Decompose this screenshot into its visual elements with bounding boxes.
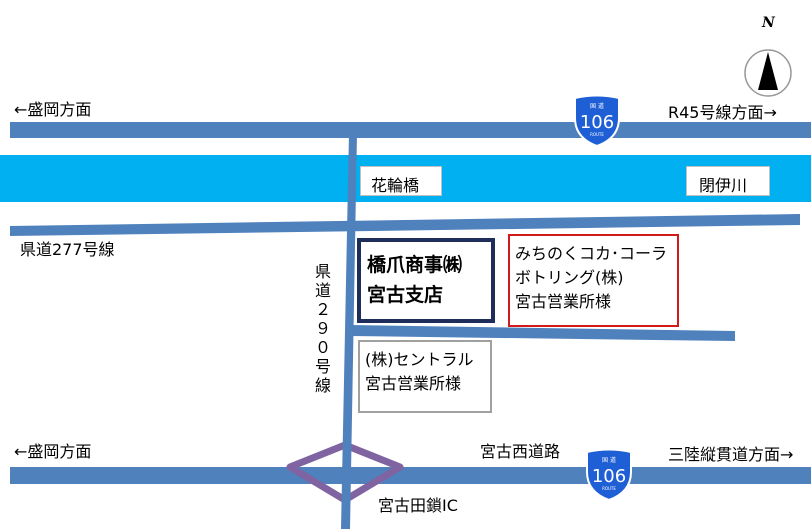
bridge-label: 花輪橋 — [360, 166, 442, 196]
cocacola-line3: 宮古営業所様 — [515, 292, 612, 311]
central-line1: (株)セントラル — [365, 350, 474, 369]
shield-top-header: 国 道 — [590, 102, 604, 110]
shield-bottom-footer: ROUTE — [602, 486, 616, 491]
shield-bottom-number: 106 — [592, 466, 626, 487]
bottom-road — [10, 467, 811, 484]
compass-north-letter: N — [762, 15, 775, 31]
shield-top-footer: ROUTE — [590, 132, 604, 137]
shield-bottom-header: 国 道 — [602, 456, 616, 464]
hashizume-box: 橋爪商事㈱ 宮古支店 — [357, 238, 495, 323]
cocacola-line2: ボトリング(株) — [515, 268, 624, 287]
interchange-ramp — [286, 441, 404, 504]
label-pref-road-290-text: 県道２９０号線 — [314, 262, 331, 395]
pref-road-277 — [10, 214, 800, 236]
pref-road-290 — [341, 133, 357, 529]
route45-road — [10, 122, 811, 138]
route-106-shield-bottom: 国 道 106 ROUTE — [586, 448, 632, 502]
label-pref-road-277: 県道277号線 — [20, 240, 115, 259]
route-106-shield-top: 国 道 106 ROUTE — [574, 94, 620, 148]
central-line2: 宮古営業所様 — [365, 374, 462, 393]
cocacola-line1: みちのくコカ･コーラ — [515, 244, 668, 263]
label-west-morioka-top: ←盛岡方面 — [14, 100, 92, 119]
north-compass — [744, 49, 792, 97]
hashizume-branch: 宮古支店 — [367, 284, 444, 306]
shield-top-number: 106 — [580, 112, 614, 133]
side-road — [350, 325, 735, 341]
label-r45-east: R45号線方面→ — [668, 103, 777, 122]
hashizume-name: 橋爪商事㈱ — [367, 254, 463, 276]
river-label: 閉伊川 — [686, 166, 770, 196]
central-box: (株)セントラル 宮古営業所様 — [358, 340, 492, 413]
label-sanriku-east: 三陸縦貫道方面→ — [668, 445, 794, 464]
label-interchange: 宮古田鎖IC — [378, 496, 458, 515]
cocacola-box: みちのくコカ･コーラ ボトリング(株) 宮古営業所様 — [508, 234, 679, 327]
label-miyako-west-road: 宮古西道路 — [480, 442, 561, 461]
label-pref-road-290: 県道２９０号線 — [313, 262, 333, 395]
label-west-morioka-bottom: ←盛岡方面 — [14, 442, 92, 461]
